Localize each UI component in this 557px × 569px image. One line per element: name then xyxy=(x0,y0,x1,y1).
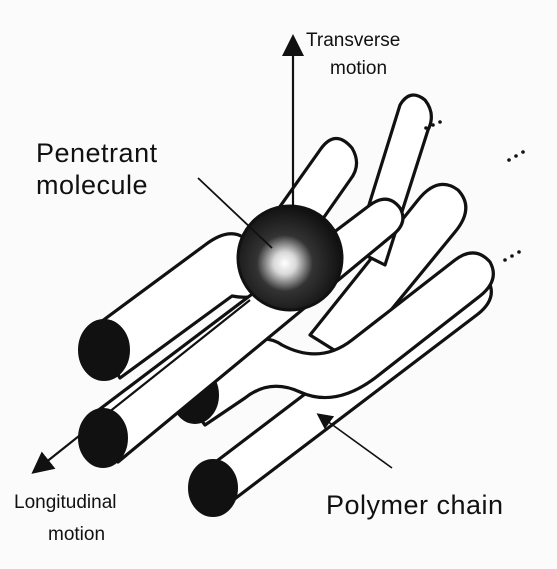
transverse-label-line1: Transverse xyxy=(306,30,400,51)
transverse-label-line2: motion xyxy=(330,58,387,79)
longitudinal-label-line1: Longitudinal xyxy=(14,492,116,513)
polymer-chain-label: Polymer chain xyxy=(326,490,504,520)
polymer-chain-leader xyxy=(323,418,392,468)
penetrant-molecule xyxy=(238,206,342,310)
penetrant-label-line1: Penetrant xyxy=(36,138,158,168)
longitudinal-label-line2: motion xyxy=(48,524,105,545)
penetrant-label-line2: molecule xyxy=(36,170,148,200)
